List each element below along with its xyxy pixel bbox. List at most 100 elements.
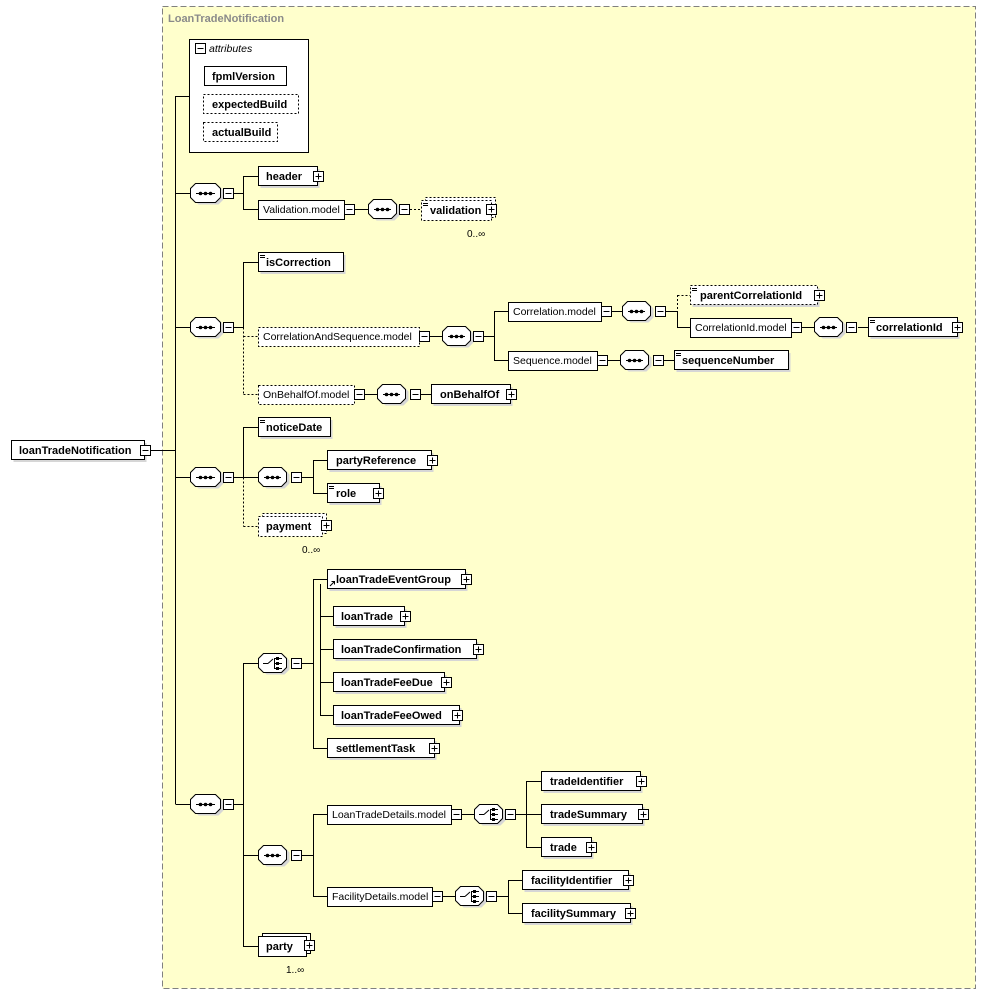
element-trade[interactable]: trade — [541, 837, 594, 860]
sequence-collapse-icon[interactable] — [473, 331, 484, 342]
root-element[interactable]: loanTradeNotification — [11, 440, 147, 463]
svg-text:validation: validation — [430, 205, 482, 217]
sequence-model-collapse-icon[interactable] — [597, 355, 608, 366]
sequence-compositor[interactable] — [190, 467, 224, 489]
facilityidentifier-expand-icon[interactable] — [623, 875, 634, 886]
element-tradeidentifier[interactable]: tradeIdentifier — [541, 771, 643, 794]
loantradeconfirmation-expand-icon[interactable] — [473, 644, 484, 655]
element-sequencenumber[interactable]: sequenceNumber — [674, 350, 791, 373]
choice-compositor[interactable] — [474, 804, 506, 826]
element-onbehalfof[interactable]: onBehalfOf — [431, 384, 513, 407]
svg-text:settlementTask: settlementTask — [336, 743, 416, 755]
loantradedetails-model-collapse-icon[interactable] — [451, 809, 462, 820]
role-expand-icon[interactable] — [373, 488, 384, 499]
group-facilitydetails-model[interactable]: FacilityDetails.model — [327, 887, 433, 907]
payment-expand-icon[interactable] — [321, 520, 332, 531]
sequence-collapse-icon[interactable] — [223, 322, 234, 333]
sequence-compositor[interactable] — [377, 384, 409, 406]
sequence-collapse-icon[interactable] — [291, 472, 302, 483]
sequence-collapse-icon[interactable] — [223, 472, 234, 483]
group-loantradedetails-model[interactable]: LoanTradeDetails.model — [327, 805, 452, 825]
svg-text:onBehalfOf: onBehalfOf — [440, 389, 500, 401]
tradeidentifier-expand-icon[interactable] — [636, 776, 647, 787]
group-sequence-model[interactable]: Sequence.model — [508, 351, 598, 371]
choice-collapse-icon[interactable] — [291, 658, 302, 669]
sequence-collapse-icon[interactable] — [223, 188, 234, 199]
facilitysummary-expand-icon[interactable] — [625, 908, 636, 919]
correlation-model-collapse-icon[interactable] — [601, 306, 612, 317]
svg-text:Sequence.model: Sequence.model — [513, 355, 592, 367]
element-party[interactable]: party — [258, 933, 311, 957]
element-validation[interactable]: validation — [421, 197, 496, 221]
sequence-compositor[interactable] — [258, 845, 290, 867]
choice-compositor[interactable] — [455, 886, 487, 908]
onbehalfof-expand-icon[interactable] — [506, 389, 517, 400]
parentcorrelationid-expand-icon[interactable] — [814, 290, 825, 301]
element-payment[interactable]: payment — [258, 513, 327, 537]
correlationid-expand-icon[interactable] — [952, 322, 963, 333]
attributes-collapse-icon[interactable] — [195, 43, 206, 54]
loantradefeedue-expand-icon[interactable] — [441, 677, 452, 688]
element-partyreference[interactable]: partyReference — [327, 450, 434, 473]
svg-text:loanTradeFeeOwed: loanTradeFeeOwed — [341, 710, 442, 722]
group-correlation-model[interactable]: Correlation.model — [508, 302, 602, 322]
loantradeeventgroup-expand-icon[interactable] — [461, 574, 472, 585]
tradesummary-expand-icon[interactable] — [638, 809, 649, 820]
element-noticedate[interactable]: noticeDate — [258, 417, 333, 440]
choice-collapse-icon[interactable] — [505, 809, 516, 820]
element-iscorrection[interactable]: isCorrection — [258, 252, 346, 275]
svg-text:role: role — [336, 488, 356, 500]
trade-expand-icon[interactable] — [586, 842, 597, 853]
sequence-compositor[interactable] — [190, 317, 224, 339]
header-expand-icon[interactable] — [313, 171, 324, 182]
svg-text:Correlation.model: Correlation.model — [513, 306, 596, 318]
group-correlationid-model[interactable]: CorrelationId.model — [690, 318, 792, 338]
sequence-collapse-icon[interactable] — [399, 204, 410, 215]
sequence-collapse-icon[interactable] — [291, 850, 302, 861]
validation-model-collapse-icon[interactable] — [344, 204, 355, 215]
element-facilityidentifier[interactable]: facilityIdentifier — [522, 870, 631, 893]
sequence-compositor[interactable] — [814, 317, 846, 339]
element-parentcorrelationid[interactable]: parentCorrelationId — [690, 285, 820, 308]
element-facilitysummary[interactable]: facilitySummary — [522, 903, 633, 926]
element-tradesummary[interactable]: tradeSummary — [541, 804, 645, 827]
sequence-collapse-icon[interactable] — [655, 306, 666, 317]
loantradefeeowed-expand-icon[interactable] — [452, 710, 463, 721]
sequence-compositor[interactable] — [622, 301, 654, 323]
sequence-compositor[interactable] — [442, 326, 474, 348]
element-loantradeconfirmation[interactable]: loanTradeConfirmation — [333, 639, 479, 662]
root-collapse-icon[interactable] — [140, 445, 151, 456]
partyreference-expand-icon[interactable] — [427, 455, 438, 466]
element-correlationid[interactable]: correlationId — [868, 317, 960, 340]
sequence-compositor[interactable] — [620, 350, 652, 372]
element-loantrade[interactable]: loanTrade — [333, 606, 407, 629]
loantrade-expand-icon[interactable] — [400, 611, 411, 622]
party-expand-icon[interactable] — [304, 940, 315, 951]
element-loantradefeedue[interactable]: loanTradeFeeDue — [333, 672, 447, 695]
sequence-compositor[interactable] — [190, 794, 224, 816]
sequence-collapse-icon[interactable] — [223, 799, 234, 810]
element-header[interactable]: header — [258, 166, 320, 189]
sequence-compositor[interactable] — [368, 199, 400, 221]
sequence-collapse-icon[interactable] — [846, 322, 857, 333]
group-onbehalfof-model[interactable]: OnBehalfOf.model — [258, 385, 355, 405]
facilitydetails-model-collapse-icon[interactable] — [432, 891, 443, 902]
correlation-and-sequence-collapse-icon[interactable] — [419, 331, 430, 342]
validation-expand-icon[interactable] — [486, 204, 497, 215]
choice-collapse-icon[interactable] — [486, 891, 497, 902]
sequence-collapse-icon[interactable] — [410, 389, 421, 400]
settlementtask-expand-icon[interactable] — [429, 743, 440, 754]
element-settlementtask[interactable]: settlementTask — [327, 738, 437, 761]
party-cardinality: 1..∞ — [286, 965, 304, 976]
group-validation-model[interactable]: Validation.model — [258, 200, 345, 220]
svg-text:Validation.model: Validation.model — [263, 204, 340, 216]
sequence-collapse-icon[interactable] — [653, 355, 664, 366]
element-loantradefeeowed[interactable]: loanTradeFeeOwed — [333, 705, 462, 728]
choice-compositor[interactable] — [258, 653, 290, 675]
group-correlation-and-sequence-model[interactable]: CorrelationAndSequence.model — [258, 327, 420, 347]
element-loantradeeventgroup[interactable]: loanTradeEventGroup — [327, 569, 468, 592]
sequence-compositor[interactable] — [190, 183, 224, 205]
sequence-compositor[interactable] — [258, 467, 290, 489]
correlationid-model-collapse-icon[interactable] — [791, 322, 802, 333]
onbehalfof-model-collapse-icon[interactable] — [354, 389, 365, 400]
